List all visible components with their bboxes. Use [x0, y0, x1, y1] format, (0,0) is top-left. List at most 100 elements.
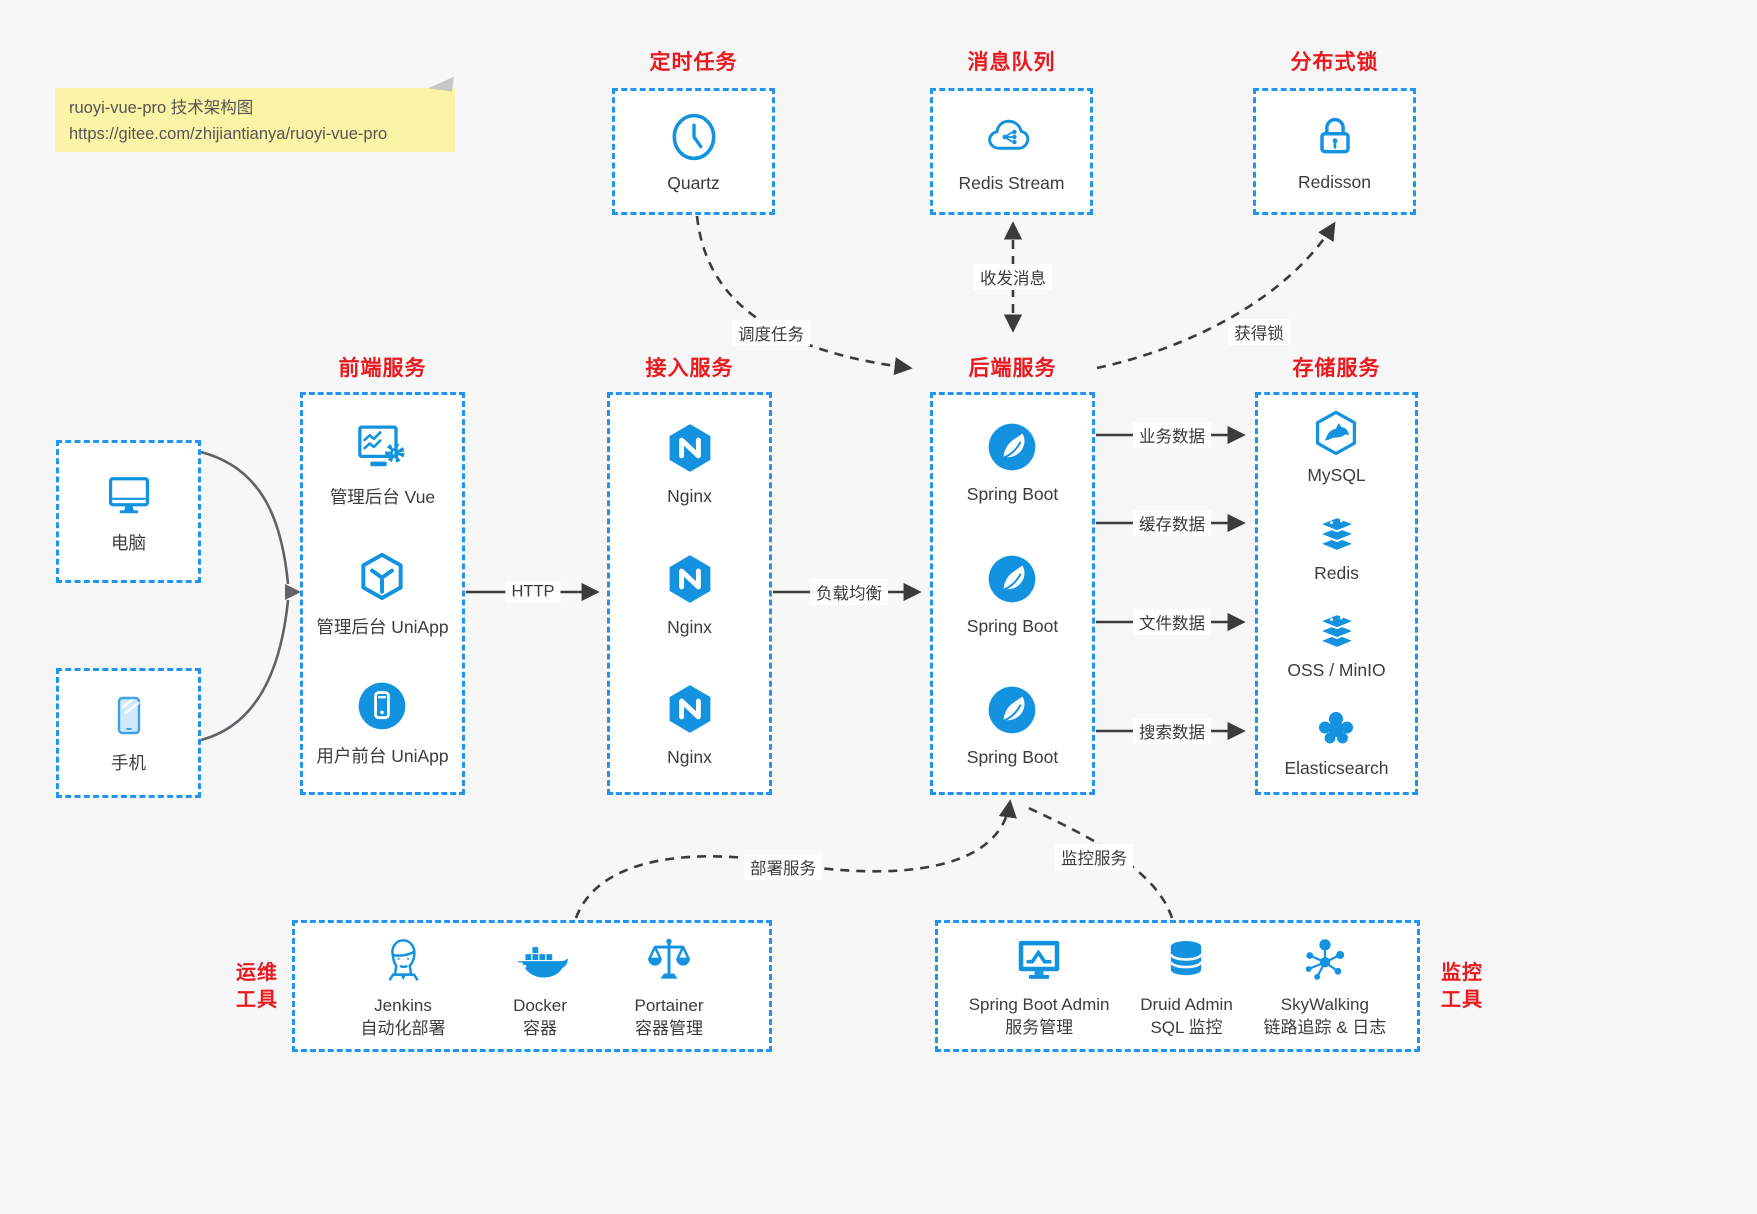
message-queue-title: 消息队列 [967, 51, 1056, 74]
nginx-icon [662, 419, 718, 477]
jenkins-icon [376, 932, 430, 988]
redisson-box: Redisson [1253, 88, 1416, 215]
edge-label-file-data: 文件数据 [1133, 609, 1211, 635]
monitor-tools-title: 监控 工具 [1441, 962, 1483, 1011]
backend-item-1: Spring Boot [967, 419, 1058, 505]
sba-monitor-icon [1011, 933, 1067, 987]
frontend-item-vue: 管理后台 Vue [330, 419, 435, 509]
phone-icon [105, 691, 153, 741]
edge-label-messages: 收发消息 [974, 264, 1052, 290]
spring-icon [984, 551, 1040, 607]
gateway-services-box: Nginx Nginx Nginx [607, 392, 772, 795]
frontend-services-box: 管理后台 Vue 管理后台 UniApp 用户前台 UniApp [300, 392, 465, 795]
nginx-icon [662, 550, 718, 608]
redis-stream-box: Redis Stream [930, 88, 1093, 215]
backend-services-box: Spring Boot Spring Boot Spring Boot [930, 392, 1095, 795]
desktop-icon [101, 469, 157, 521]
ops-tools-title: 运维 工具 [236, 962, 278, 1011]
storage-item-redis: Redis [1310, 510, 1364, 584]
monitor-item-skywalking: SkyWalking 链路追踪 & 日志 [1263, 933, 1386, 1040]
backend-item-3: Spring Boot [967, 682, 1058, 768]
ops-item-docker: Docker 容器 [511, 932, 569, 1041]
spring-icon [984, 419, 1040, 475]
mysql-icon [1310, 408, 1362, 460]
nginx-label: Nginx [667, 486, 712, 506]
note-fold-corner [428, 73, 454, 92]
edge-label-deploy: 部署服务 [744, 854, 822, 880]
edge-label-monitor: 监控服务 [1055, 844, 1133, 870]
ops-item-jenkins: Jenkins 自动化部署 [361, 932, 446, 1041]
druid-db-icon [1160, 933, 1212, 987]
edge-label-http: HTTP [505, 581, 561, 603]
monitor-item-sba: Spring Boot Admin 服务管理 [969, 933, 1110, 1040]
storage-item-mysql: MySQL [1307, 408, 1366, 486]
docker-icon [511, 932, 569, 988]
druid-sub-label: SQL 监控 [1150, 1017, 1223, 1037]
redisson-label: Redisson [1298, 171, 1371, 192]
gateway-item-3: Nginx [662, 680, 718, 768]
frontend-item-admin-uniapp: 管理后台 UniApp [316, 549, 449, 639]
mysql-label: MySQL [1307, 465, 1366, 485]
gateway-item-2: Nginx [662, 550, 718, 638]
pc-client-box: 电脑 [56, 440, 201, 583]
scheduled-tasks-title: 定时任务 [649, 51, 738, 74]
spring-boot-label: Spring Boot [966, 615, 1059, 636]
mobile-client-box: 手机 [56, 668, 201, 798]
oss-minio-label: OSS / MinIO [1287, 660, 1386, 681]
cloud-mq-icon [983, 110, 1039, 164]
skywalking-label: SkyWalking [1280, 994, 1369, 1014]
sba-label: Spring Boot Admin [968, 994, 1110, 1014]
edge-label-schedule: 调度任务 [732, 320, 810, 346]
nginx-icon [662, 680, 718, 738]
nginx-label: Nginx [667, 747, 712, 767]
jenkins-sub-label: 自动化部署 [360, 1018, 446, 1038]
portainer-icon [642, 932, 696, 988]
gateway-services-title: 接入服务 [645, 357, 734, 380]
nginx-label: Nginx [667, 616, 712, 637]
storage-item-oss: OSS / MinIO [1287, 607, 1386, 681]
spring-boot-label: Spring Boot [966, 484, 1059, 504]
edge-label-lock: 获得锁 [1228, 319, 1290, 345]
redis-label: Redis [1314, 562, 1359, 583]
gateway-item-1: Nginx [662, 419, 718, 507]
redis-icon [1310, 510, 1364, 558]
skywalking-sub-label: 链路追踪 & 日志 [1263, 1017, 1387, 1037]
jenkins-label: Jenkins [374, 995, 432, 1015]
backend-item-2: Spring Boot [967, 551, 1058, 637]
storage-item-elasticsearch: Elasticsearch [1284, 705, 1389, 779]
storage-services-box: MySQL Redis OSS / MinIO Elasticsearch [1255, 392, 1418, 795]
elasticsearch-label: Elasticsearch [1284, 757, 1389, 778]
edge-label-load-balance: 负载均衡 [810, 579, 888, 605]
frontend-services-title: 前端服务 [338, 357, 427, 380]
spring-boot-label: Spring Boot [966, 747, 1059, 767]
spring-icon [984, 682, 1040, 738]
quartz-box: Quartz [612, 88, 775, 215]
docker-sub-label: 容器 [522, 1018, 557, 1038]
edge-label-cache-data: 缓存数据 [1133, 510, 1211, 536]
user-uniapp-label: 用户前台 UniApp [316, 746, 449, 766]
docker-label: Docker [513, 995, 567, 1015]
edge-label-business-data: 业务数据 [1133, 422, 1211, 448]
quartz-label: Quartz [667, 172, 720, 193]
sticky-note: ruoyi-vue-pro 技术架构图 https://gitee.com/zh… [55, 73, 455, 152]
backend-services-title: 后端服务 [968, 357, 1057, 380]
pc-label: 电脑 [111, 532, 146, 553]
frontend-item-user-uniapp: 用户前台 UniApp [316, 678, 449, 768]
sba-sub-label: 服务管理 [1005, 1017, 1074, 1037]
storage-services-title: 存储服务 [1292, 357, 1381, 380]
admin-vue-label: 管理后台 Vue [329, 487, 436, 507]
portainer-sub-label: 容器管理 [634, 1018, 703, 1038]
oss-icon [1310, 607, 1364, 655]
distributed-lock-title: 分布式锁 [1290, 51, 1379, 74]
admin-vue-icon [353, 419, 411, 475]
elasticsearch-icon [1310, 705, 1362, 753]
user-app-icon [354, 678, 410, 734]
skywalking-icon [1298, 933, 1352, 987]
note-url: https://gitee.com/zhijiantianya/ruoyi-vu… [69, 124, 388, 143]
